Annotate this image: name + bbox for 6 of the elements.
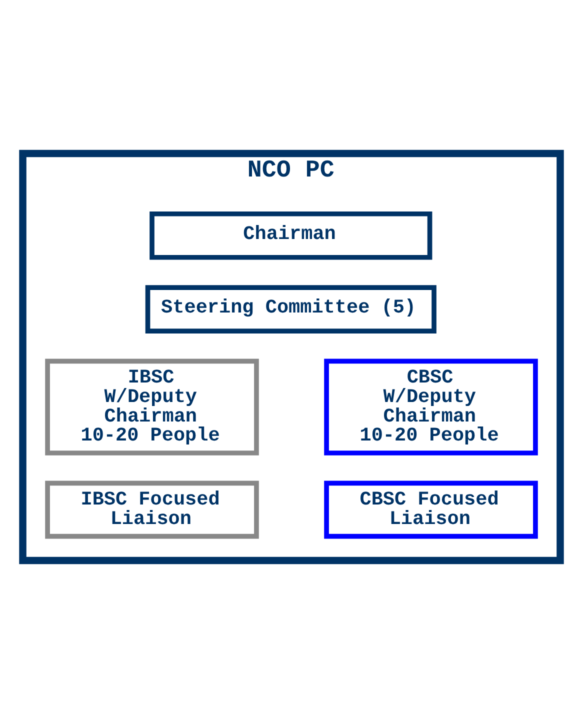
node-box: IBSC Focused Liaison bbox=[45, 480, 259, 538]
node-box: CBSC W/Deputy Chairman 10-20 People bbox=[324, 358, 538, 455]
node-box: Chairman bbox=[150, 210, 432, 260]
node-box: IBSC W/Deputy Chairman 10-20 People bbox=[45, 358, 259, 455]
node-box: CBSC Focused Liaison bbox=[324, 480, 538, 538]
node-box: Steering Committee (5) bbox=[145, 284, 436, 333]
